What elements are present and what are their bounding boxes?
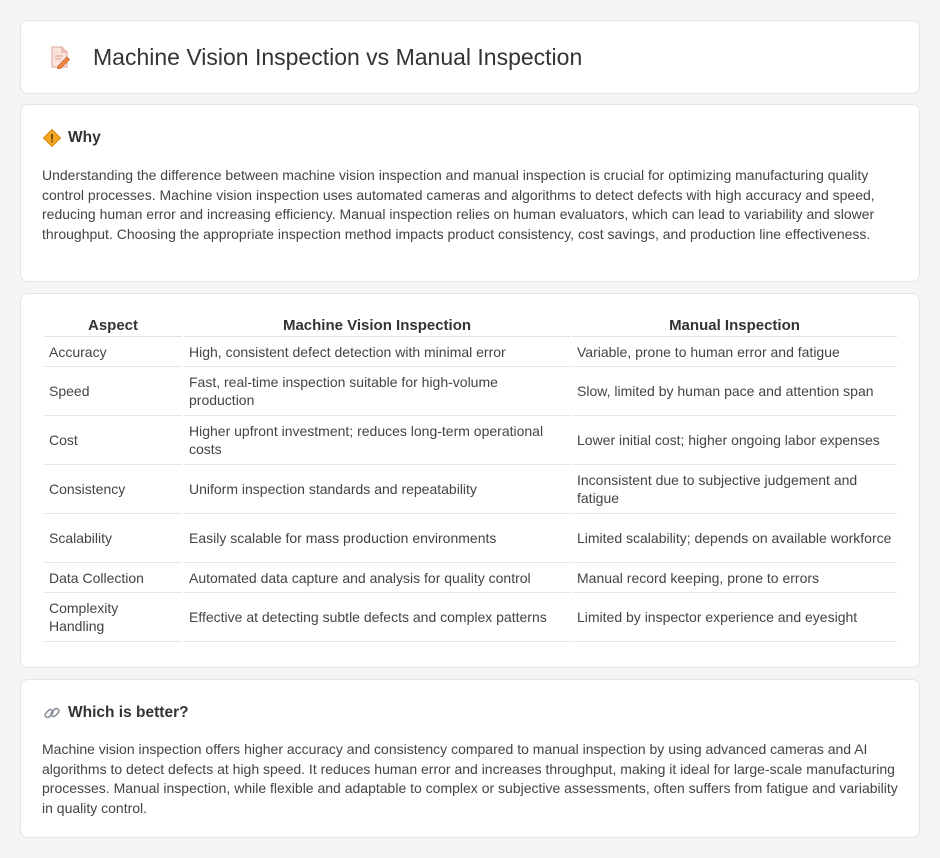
comparison-section: Aspect Machine Vision Inspection Manual …: [20, 293, 920, 668]
table-row: Complexity Handling Effective at detecti…: [44, 593, 897, 642]
cell-manual: Limited by inspector experience and eyes…: [572, 593, 897, 642]
cell-aspect: Cost: [44, 416, 182, 465]
cell-machine-vision: Automated data capture and analysis for …: [184, 563, 570, 593]
cell-manual: Lower initial cost; higher ongoing labor…: [572, 416, 897, 465]
table-row: Consistency Uniform inspection standards…: [44, 465, 897, 514]
cell-aspect: Consistency: [44, 465, 182, 514]
cell-aspect: Scalability: [44, 514, 182, 563]
cell-machine-vision: Higher upfront investment; reduces long-…: [184, 416, 570, 465]
cell-machine-vision: Fast, real-time inspection suitable for …: [184, 367, 570, 416]
table-row: Data Collection Automated data capture a…: [44, 563, 897, 593]
document-pencil-icon: [49, 45, 71, 70]
table-row: Accuracy High, consistent defect detecti…: [44, 337, 897, 367]
cell-manual: Slow, limited by human pace and attentio…: [572, 367, 897, 416]
which-is-better-section: Which is better? Machine vision inspecti…: [20, 679, 920, 838]
diamond-warning-icon: [42, 128, 62, 148]
cell-manual: Limited scalability; depends on availabl…: [572, 514, 897, 563]
header-aspect: Aspect: [44, 316, 182, 337]
better-heading-row: Which is better?: [43, 704, 189, 722]
comparison-table: Aspect Machine Vision Inspection Manual …: [42, 316, 899, 642]
better-heading: Which is better?: [68, 704, 189, 721]
cell-machine-vision: High, consistent defect detection with m…: [184, 337, 570, 367]
why-heading: Why: [68, 129, 101, 146]
cell-machine-vision: Effective at detecting subtle defects an…: [184, 593, 570, 642]
why-text: Understanding the difference between mac…: [42, 167, 875, 242]
header-machine-vision: Machine Vision Inspection: [184, 316, 570, 337]
table-row: Scalability Easily scalable for mass pro…: [44, 514, 897, 563]
cell-aspect: Data Collection: [44, 563, 182, 593]
table-header-row: Aspect Machine Vision Inspection Manual …: [44, 316, 897, 337]
cell-machine-vision: Easily scalable for mass production envi…: [184, 514, 570, 563]
title-card: Machine Vision Inspection vs Manual Insp…: [20, 20, 920, 94]
cell-aspect: Speed: [44, 367, 182, 416]
table-row: Cost Higher upfront investment; reduces …: [44, 416, 897, 465]
why-heading-row: Why: [42, 128, 101, 148]
header-manual: Manual Inspection: [572, 316, 897, 337]
cell-machine-vision: Uniform inspection standards and repeata…: [184, 465, 570, 514]
cell-aspect: Accuracy: [44, 337, 182, 367]
page-title: Machine Vision Inspection vs Manual Insp…: [93, 43, 583, 70]
cell-manual: Inconsistent due to subjective judgement…: [572, 465, 897, 514]
better-text: Machine vision inspection offers higher …: [42, 741, 898, 816]
why-section: Why Understanding the difference between…: [20, 104, 920, 282]
cell-aspect: Complexity Handling: [44, 593, 182, 642]
link-icon: [43, 704, 61, 722]
cell-manual: Variable, prone to human error and fatig…: [572, 337, 897, 367]
table-row: Speed Fast, real-time inspection suitabl…: [44, 367, 897, 416]
cell-manual: Manual record keeping, prone to errors: [572, 563, 897, 593]
